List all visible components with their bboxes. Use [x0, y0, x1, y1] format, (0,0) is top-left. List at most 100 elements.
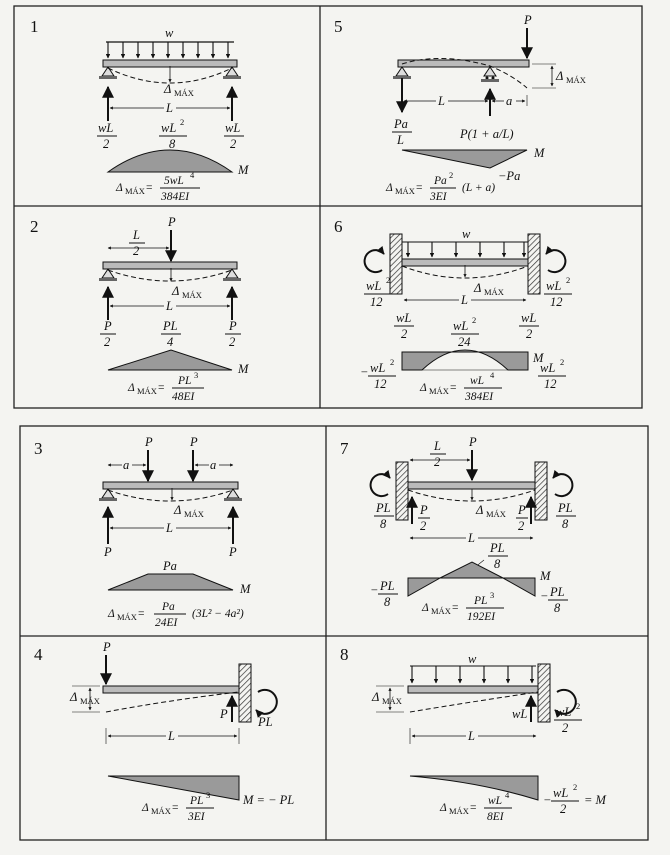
- svg-text:2: 2: [420, 519, 426, 533]
- svg-text:2: 2: [562, 721, 568, 735]
- moment-diagram: [409, 775, 539, 801]
- fixed-support: [537, 663, 551, 723]
- svg-text:−: −: [540, 589, 548, 603]
- svg-text:3: 3: [194, 370, 198, 380]
- svg-text:2: 2: [30, 217, 39, 236]
- svg-text:P: P: [228, 319, 237, 333]
- svg-text:wL: wL: [396, 311, 411, 325]
- svg-text:L: L: [460, 293, 468, 307]
- svg-text:MÁX: MÁX: [566, 75, 586, 85]
- svg-text:8: 8: [340, 645, 349, 664]
- svg-text:Δ: Δ: [171, 284, 179, 298]
- svg-text:MÁX: MÁX: [137, 386, 157, 396]
- fixed-support-right: [534, 461, 548, 521]
- fixed-support-left: [389, 233, 403, 295]
- fixed-support: [238, 663, 252, 723]
- svg-text:384EI: 384EI: [464, 391, 494, 403]
- svg-text:MÁX: MÁX: [484, 287, 504, 297]
- moment-diagram: [107, 775, 240, 801]
- svg-text:Pa: Pa: [393, 117, 408, 131]
- svg-text:MÁX: MÁX: [184, 509, 204, 519]
- svg-text:2: 2: [576, 701, 580, 711]
- svg-text:12: 12: [370, 295, 383, 309]
- svg-text:L: L: [437, 94, 445, 108]
- svg-text:8: 8: [169, 137, 176, 151]
- svg-text:w: w: [468, 652, 477, 666]
- svg-text:=: =: [450, 382, 457, 394]
- panel-6: 6 w Δ MÁX wL 2 12 wL 2 12 L wL 2 wL 2 w: [334, 217, 572, 403]
- svg-text:12: 12: [374, 377, 387, 391]
- svg-text:Δ: Δ: [385, 182, 393, 194]
- svg-text:2: 2: [103, 137, 109, 151]
- svg-text:=: =: [416, 182, 423, 194]
- svg-text:2: 2: [401, 327, 407, 341]
- svg-text:24: 24: [458, 335, 471, 349]
- panel-5: 5 P Δ MÁX L a Pa L P(1 + a/L) M −Pa Δ MÁ…: [334, 13, 586, 203]
- svg-text:2: 2: [566, 275, 570, 285]
- panel-7: 7 L 2 P Δ MÁX PL 8 PL 8 P 2 P 2 L PL 8: [340, 435, 576, 623]
- svg-text:(3L² − 4a²): (3L² − 4a²): [192, 608, 244, 620]
- svg-text:4: 4: [167, 335, 173, 349]
- beam: [102, 59, 238, 68]
- svg-text:PL: PL: [162, 319, 178, 333]
- svg-text:P: P: [103, 545, 112, 559]
- svg-text:8: 8: [562, 517, 569, 531]
- svg-text:P: P: [219, 707, 228, 721]
- svg-text:4: 4: [490, 370, 495, 380]
- svg-text:L: L: [132, 228, 140, 242]
- svg-text:2: 2: [518, 519, 524, 533]
- svg-text:24EI: 24EI: [155, 617, 179, 629]
- svg-text:wL: wL: [488, 795, 502, 807]
- moment-diagram: [107, 349, 233, 371]
- svg-text:Δ: Δ: [473, 281, 481, 295]
- svg-text:wL: wL: [556, 705, 571, 719]
- svg-text:P: P: [167, 215, 176, 229]
- svg-text:−Pa: −Pa: [498, 169, 520, 183]
- svg-text:L: L: [165, 299, 173, 313]
- deflection-label: Δ: [163, 82, 171, 96]
- svg-text:2: 2: [104, 335, 110, 349]
- svg-text:Δ: Δ: [419, 382, 427, 394]
- moment-diagram: [107, 573, 234, 591]
- svg-text:L: L: [167, 729, 175, 743]
- svg-text:192EI: 192EI: [467, 611, 496, 623]
- svg-text:=: =: [172, 802, 179, 814]
- svg-text:Δ: Δ: [127, 382, 135, 394]
- svg-text:PL: PL: [189, 795, 203, 807]
- svg-text:2: 2: [526, 327, 532, 341]
- svg-text:4: 4: [34, 645, 43, 664]
- svg-text:M: M: [539, 569, 551, 583]
- svg-text:Pa: Pa: [161, 601, 175, 613]
- svg-text:L: L: [433, 439, 441, 453]
- svg-text:M: M: [237, 163, 249, 177]
- svg-text:MÁX: MÁX: [182, 290, 202, 300]
- moment-diagram: [401, 349, 529, 371]
- svg-text:wL: wL: [366, 279, 381, 293]
- svg-text:5: 5: [334, 17, 343, 36]
- svg-text:3: 3: [34, 439, 43, 458]
- svg-text:Δ: Δ: [107, 608, 115, 620]
- svg-text:Δ: Δ: [555, 69, 563, 83]
- svg-text:P: P: [517, 503, 526, 517]
- svg-text:MÁX: MÁX: [395, 186, 415, 196]
- svg-text:2: 2: [573, 782, 577, 792]
- svg-text:384EI: 384EI: [160, 191, 190, 203]
- svg-text:L: L: [165, 521, 173, 535]
- svg-text:P: P: [144, 435, 153, 449]
- svg-text:2: 2: [230, 137, 236, 151]
- svg-text:PL: PL: [375, 501, 391, 515]
- moment-diagram-right: [501, 577, 536, 597]
- svg-text:wL: wL: [546, 279, 561, 293]
- svg-text:wL: wL: [161, 121, 176, 135]
- svg-text:−: −: [370, 583, 378, 597]
- svg-text:=: =: [146, 182, 153, 194]
- svg-text:a: a: [210, 458, 216, 472]
- svg-text:Δ: Δ: [141, 802, 149, 814]
- svg-text:3EI: 3EI: [187, 811, 206, 823]
- panel-frames: [13, 5, 649, 841]
- svg-text:MÁX: MÁX: [151, 806, 171, 816]
- svg-text:MÁX: MÁX: [174, 88, 194, 98]
- svg-text:8: 8: [494, 557, 501, 571]
- svg-text:=: =: [138, 608, 145, 620]
- svg-text:MÁX: MÁX: [486, 509, 506, 519]
